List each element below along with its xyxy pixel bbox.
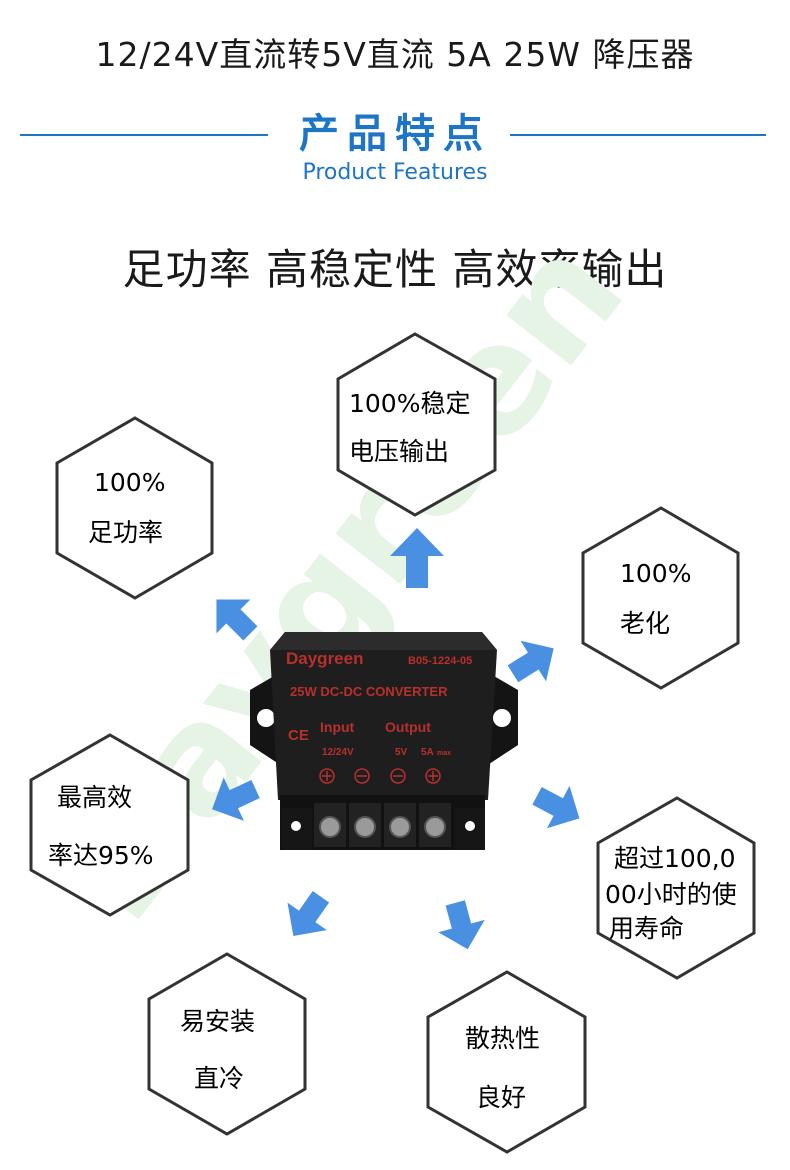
feature-label: 良好 — [476, 1083, 526, 1112]
section-rule-left — [20, 134, 268, 136]
mount-hole-left — [257, 709, 275, 727]
hexagon-heat — [426, 970, 587, 1154]
device-input-label: Input — [320, 719, 355, 735]
tab-hole-right — [465, 821, 475, 831]
device-top-face — [270, 632, 497, 650]
device-input-voltage: 12/24V — [322, 747, 354, 758]
polarity-marks — [319, 768, 441, 784]
arrow-up-left-icon — [216, 599, 258, 641]
plus-icon — [319, 768, 335, 784]
device-type: 25W DC-DC CONVERTER — [290, 684, 448, 699]
feature-label: 最高效 — [57, 783, 132, 812]
arrow-right-icon — [532, 785, 580, 829]
arrow-down-icon — [438, 900, 485, 950]
hexagon-lifetime — [596, 796, 756, 980]
screw-icon — [424, 816, 446, 838]
feature-hexagons — [29, 332, 756, 1154]
arrow-down-left-icon — [287, 890, 330, 937]
section-rule-right — [510, 134, 766, 136]
device-body — [270, 632, 497, 800]
device-output-voltage: 5V — [395, 747, 408, 758]
hexagon-efficiency — [29, 733, 190, 917]
feature-label: 易安装 — [180, 1007, 255, 1036]
arrow-up-right-icon — [507, 640, 554, 683]
minus-icon — [354, 768, 370, 784]
feature-label: 率达95% — [48, 841, 154, 870]
device-output-current: 5A — [421, 747, 434, 758]
screw-icon — [354, 816, 376, 838]
device-max-label: max — [437, 750, 451, 757]
feature-label: 100%稳定 — [349, 389, 470, 418]
feature-label: 100% — [94, 468, 165, 497]
screw-icon — [319, 816, 341, 838]
screw-icon — [389, 816, 411, 838]
section-title: 产品特点 — [299, 111, 491, 157]
device-output-label: Output — [385, 719, 431, 735]
hexagon-aging — [581, 506, 740, 690]
device-model: B05-1224-05 — [408, 655, 472, 667]
section-subtitle: Product Features — [302, 160, 488, 185]
mount-hole-right — [493, 709, 511, 727]
arrow-left-icon — [212, 777, 260, 821]
tab-hole-left — [291, 821, 301, 831]
screw-terminals — [314, 803, 451, 847]
headline: 足功率 高稳定性 高效率输出 — [122, 245, 668, 294]
arrows — [212, 528, 580, 950]
hexagon-install — [147, 952, 307, 1136]
feature-label: 直冷 — [194, 1064, 244, 1093]
feature-label: 电压输出 — [349, 437, 449, 466]
feature-label: 用寿命 — [609, 914, 684, 943]
feature-labels: 100%稳定 电压输出 100% 足功率 100% 老化 最高效 率达95% 超… — [48, 389, 737, 1112]
plus-icon — [425, 768, 441, 784]
arrow-up-icon — [390, 528, 444, 588]
minus-icon — [390, 768, 406, 784]
feature-label: 超过100,0 — [614, 844, 736, 873]
polarity-glyphs — [322, 771, 438, 781]
feature-label: 100% — [620, 559, 691, 588]
device-ce-mark: CE — [288, 727, 309, 744]
device-brand: Daygreen — [286, 649, 363, 668]
feature-label: 00小时的使 — [605, 880, 737, 909]
hexagon-stable-output — [336, 332, 497, 517]
feature-label: 足功率 — [88, 518, 163, 547]
product-title: 12/24V直流转5V直流 5A 25W 降压器 — [95, 35, 695, 74]
feature-label: 老化 — [620, 609, 670, 638]
converter-device: Daygreen B05-1224-05 25W DC-DC CONVERTER… — [250, 632, 518, 850]
feature-label: 散热性 — [465, 1024, 540, 1053]
hexagon-full-power — [55, 416, 214, 600]
